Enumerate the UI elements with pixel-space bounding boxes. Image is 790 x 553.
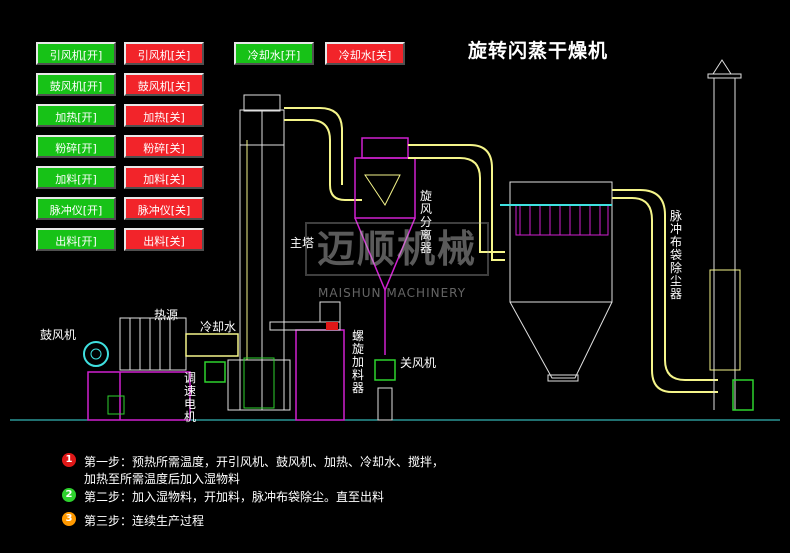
feeding-on-button[interactable]: 加料[开] xyxy=(36,166,116,189)
step-3-line-1: 第三步：连续生产过程 xyxy=(84,514,205,528)
blower-off-button[interactable]: 鼓风机[关] xyxy=(124,73,204,96)
step-1-line-2: 加热至所需温度后加入湿物料 xyxy=(84,472,241,486)
shut-fan-label: 关风机 xyxy=(400,356,437,370)
cooling-water-label: 冷却水 xyxy=(200,320,237,334)
blower-on-button[interactable]: 鼓风机[开] xyxy=(36,73,116,96)
pulse-on-button[interactable]: 脉冲仪[开] xyxy=(36,197,116,220)
pulse-bag-filter xyxy=(509,181,613,382)
watermark-english: MAISHUN MACHINERY xyxy=(318,286,467,300)
speed-motor-label: 调速电机 xyxy=(184,371,197,424)
crush-off-button[interactable]: 粉碎[关] xyxy=(124,135,204,158)
heating-off-button[interactable]: 加热[关] xyxy=(124,104,204,127)
support-frame xyxy=(87,329,345,421)
page-title: 旋转闪蒸干燥机 xyxy=(468,40,609,62)
heating-on-button[interactable]: 加热[开] xyxy=(36,104,116,127)
main-tower-label: 主塔 xyxy=(290,236,315,250)
step-1-number: 1 xyxy=(62,453,76,467)
crush-on-button[interactable]: 粉碎[开] xyxy=(36,135,116,158)
step-2-number: 2 xyxy=(62,488,76,502)
induced-fan-on-button[interactable]: 引风机[开] xyxy=(36,42,116,65)
pulse-off-button[interactable]: 脉冲仪[关] xyxy=(124,197,204,220)
heat-source xyxy=(119,317,187,371)
step-3-number: 3 xyxy=(62,512,76,526)
rotary-valve xyxy=(374,359,396,381)
duct-bag-stack xyxy=(612,189,718,381)
blower-fan xyxy=(83,341,109,367)
heat-source-label: 热源 xyxy=(154,308,179,322)
duct-cyclone-bag xyxy=(408,144,505,261)
induced-fan-off-button[interactable]: 引风机[关] xyxy=(124,42,204,65)
step-1-line-1: 第一步：预热所需温度，开引风机、鼓风机、加热、冷却水、搅拌， xyxy=(84,455,445,469)
cooling-water-on-button[interactable]: 冷却水[开] xyxy=(234,42,314,65)
cooling-water-off-button[interactable]: 冷却水[关] xyxy=(325,42,405,65)
induced-fan xyxy=(732,379,754,411)
cyclone-label: 旋风分离器 xyxy=(420,189,433,255)
discharge-on-button[interactable]: 出料[开] xyxy=(36,228,116,251)
speed-motor xyxy=(204,361,226,383)
cyclone xyxy=(354,137,416,355)
feeding-off-button[interactable]: 加料[关] xyxy=(124,166,204,189)
main-tower xyxy=(227,94,291,411)
exhaust-stack xyxy=(707,59,742,410)
screw-feeder-label: 螺旋加料器 xyxy=(352,329,365,395)
filter-bags xyxy=(515,204,609,236)
blower-label: 鼓风机 xyxy=(40,328,77,342)
watermark-logo: 迈顺机械 xyxy=(305,222,489,276)
discharge-off-button[interactable]: 出料[关] xyxy=(124,228,204,251)
step-2-line-1: 第二步：加入湿物料，开加料，脉冲布袋除尘。直至出料 xyxy=(84,490,385,504)
duct-tower-cyclone xyxy=(284,119,362,201)
pulse-bag-label: 脉冲布袋除尘器 xyxy=(670,209,683,301)
